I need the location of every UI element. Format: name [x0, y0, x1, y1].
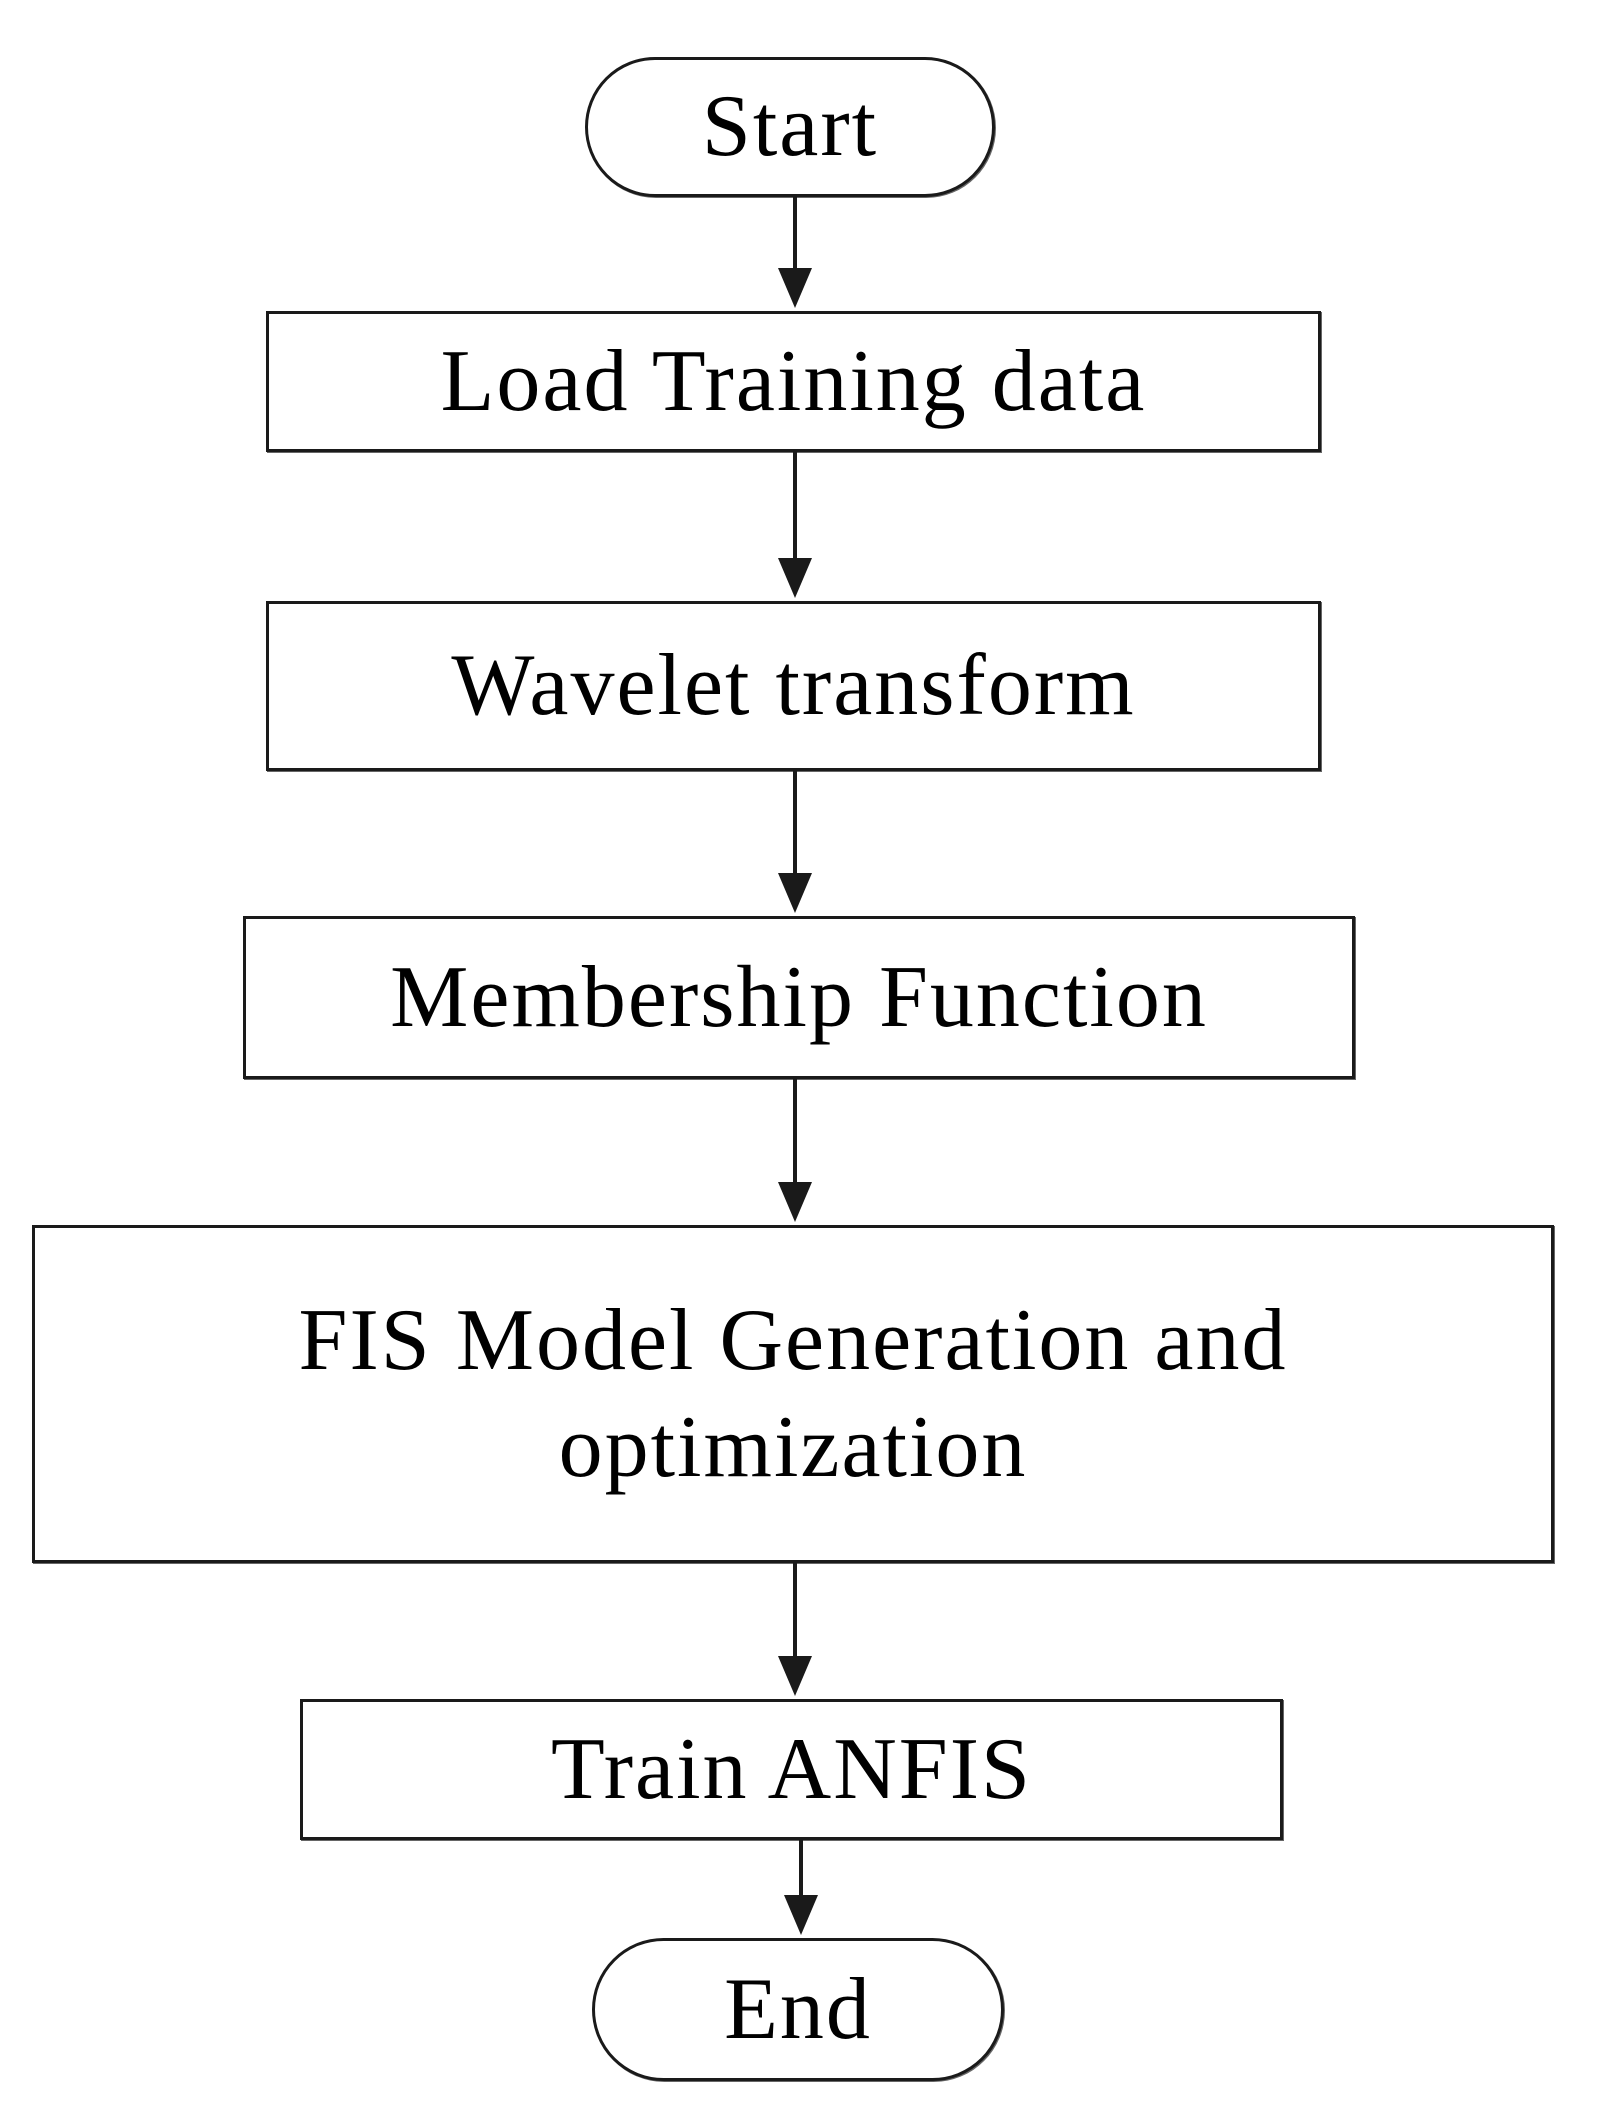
- wavelet-transform-label: Wavelet transform: [451, 637, 1136, 735]
- membership-function-label: Membership Function: [390, 948, 1208, 1046]
- arrowhead-membership-to-fis: [778, 1182, 812, 1222]
- membership-function-step: Membership Function: [243, 916, 1355, 1079]
- end-label: End: [724, 1960, 872, 2058]
- train-anfis-label: Train ANFIS: [551, 1720, 1032, 1818]
- wavelet-transform-step: Wavelet transform: [266, 601, 1321, 771]
- load-training-data-step: Load Training data: [266, 311, 1321, 452]
- train-anfis-step: Train ANFIS: [300, 1699, 1283, 1840]
- arrowhead-fis-to-train: [778, 1656, 812, 1696]
- arrowhead-wavelet-to-membership: [778, 873, 812, 913]
- end-terminal: End: [592, 1938, 1004, 2081]
- arrowhead-train-to-end: [784, 1895, 818, 1935]
- start-label: Start: [701, 78, 879, 176]
- fis-model-generation-step: FIS Model Generation and optimization: [32, 1225, 1554, 1563]
- fis-model-generation-label: FIS Model Generation and optimization: [298, 1291, 1288, 1496]
- arrowhead-load-to-wavelet: [778, 558, 812, 598]
- start-terminal: Start: [585, 57, 995, 197]
- arrowhead-start-to-load: [778, 268, 812, 308]
- load-training-data-label: Load Training data: [440, 332, 1147, 430]
